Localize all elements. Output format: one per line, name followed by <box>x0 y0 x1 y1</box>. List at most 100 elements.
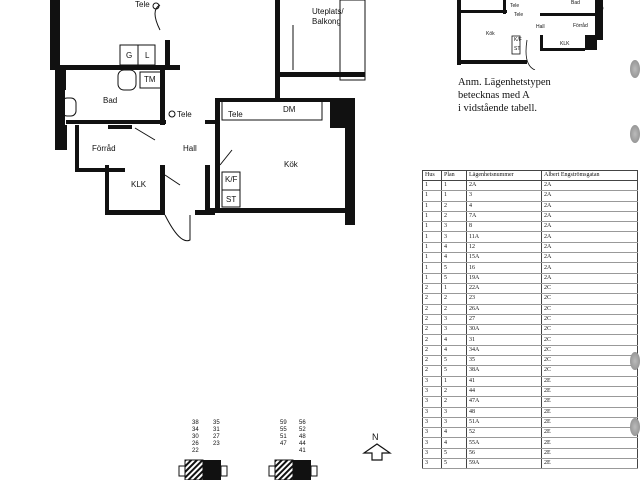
table-cell: 1 <box>422 262 442 274</box>
table-header-row: Hus Plan Lägenhetsnummer Albert Engström… <box>422 170 638 181</box>
table-cell: 1 <box>422 252 442 264</box>
room-label-dm: DM <box>283 105 296 114</box>
table-cell: 7A <box>466 211 542 223</box>
table-cell: 1 <box>422 201 442 212</box>
small-label-st: ST <box>514 46 521 52</box>
small-label-kf: K/F <box>514 37 522 43</box>
table-cell: 2 <box>441 211 467 223</box>
table-cell: 27 <box>466 314 542 326</box>
table-cell: 22A <box>466 283 542 295</box>
table-cell: 2A <box>541 211 638 223</box>
table-cell: 3 <box>441 417 467 429</box>
room-label-balcony: Uteplats/ Balkong <box>312 7 344 26</box>
room-label-tele-kitchen: Tele <box>228 110 243 119</box>
apartment-number: 47 <box>280 441 287 447</box>
table-cell: 2A <box>541 262 638 274</box>
table-cell: 2C <box>541 314 638 326</box>
small-label-kok: Kök <box>486 31 495 37</box>
table-cell: 2A <box>541 252 638 264</box>
apartment-number: 35 <box>213 420 220 426</box>
small-floor-plan <box>457 0 604 70</box>
table-cell: 2 <box>441 386 467 398</box>
apartment-number: 51 <box>280 434 287 440</box>
table-cell: 3 <box>466 190 542 202</box>
table-cell: 56 <box>466 448 542 460</box>
table-cell: 31 <box>466 334 542 346</box>
apartment-number: 52 <box>299 427 306 433</box>
table-cell: 4 <box>441 242 467 254</box>
table-cell: 2 <box>422 345 442 357</box>
table-cell: 1 <box>422 221 442 233</box>
table-cell: 3 <box>422 376 442 387</box>
apartment-number: 26 <box>192 441 199 447</box>
room-label-kf: K/F <box>225 175 238 184</box>
table-cell: 3 <box>422 437 442 449</box>
binder-hole <box>630 125 640 143</box>
apartment-table: Hus Plan Lägenhetsnummer Albert Engström… <box>422 170 638 470</box>
small-label-klk: KLK <box>560 41 570 47</box>
apartment-number: 38 <box>192 420 199 426</box>
table-cell: 2E <box>541 427 638 439</box>
table-cell: 59A <box>466 458 542 470</box>
apartment-number: 31 <box>213 427 220 433</box>
table-cell: 2A <box>541 190 638 202</box>
table-cell: 2C <box>541 324 638 336</box>
table-cell: 44 <box>466 386 542 398</box>
apartment-number: 30 <box>192 434 199 440</box>
table-cell: 1 <box>422 190 442 202</box>
table-cell: 2C <box>541 355 638 367</box>
table-cell: 1 <box>422 211 442 223</box>
table-cell: 4 <box>441 252 467 264</box>
table-cell: 2 <box>422 324 442 336</box>
room-label-hall: Hall <box>183 144 197 153</box>
table-cell: 4 <box>441 345 467 357</box>
binder-hole <box>630 352 640 370</box>
small-label-hall: Hall <box>536 24 545 30</box>
table-cell: 52 <box>466 427 542 439</box>
table-cell: 38A <box>466 365 542 377</box>
table-cell: 3 <box>422 417 442 429</box>
table-cell: 34A <box>466 345 542 357</box>
table-cell: 2C <box>541 304 638 315</box>
table-cell: 2A <box>541 273 638 284</box>
small-label-bad: Bad <box>571 0 580 6</box>
table-cell: 2 <box>441 201 467 212</box>
table-cell: 2E <box>541 407 638 418</box>
apartment-number: 48 <box>299 434 306 440</box>
apartment-number: 23 <box>213 441 220 447</box>
table-cell: 5 <box>441 448 467 460</box>
table-cell: 3 <box>441 231 467 243</box>
table-cell: 41 <box>466 376 542 387</box>
table-cell: 2C <box>541 345 638 357</box>
apartment-number: 55 <box>280 427 287 433</box>
table-cell: 26A <box>466 304 542 315</box>
table-cell: 3 <box>441 221 467 233</box>
table-cell: 2 <box>441 396 467 408</box>
note-line: betecknas med A <box>458 90 530 101</box>
small-label-forrad: Förråd <box>573 23 588 29</box>
apartment-number: 44 <box>299 441 306 447</box>
table-cell: 15A <box>466 252 542 264</box>
table-cell: 30A <box>466 324 542 336</box>
table-cell: 23 <box>466 293 542 305</box>
table-cell: 19A <box>466 273 542 284</box>
table-cell: 2E <box>541 448 638 460</box>
table-cell: 4 <box>441 437 467 449</box>
table-cell: 2A <box>541 231 638 243</box>
table-cell: 4 <box>441 334 467 346</box>
